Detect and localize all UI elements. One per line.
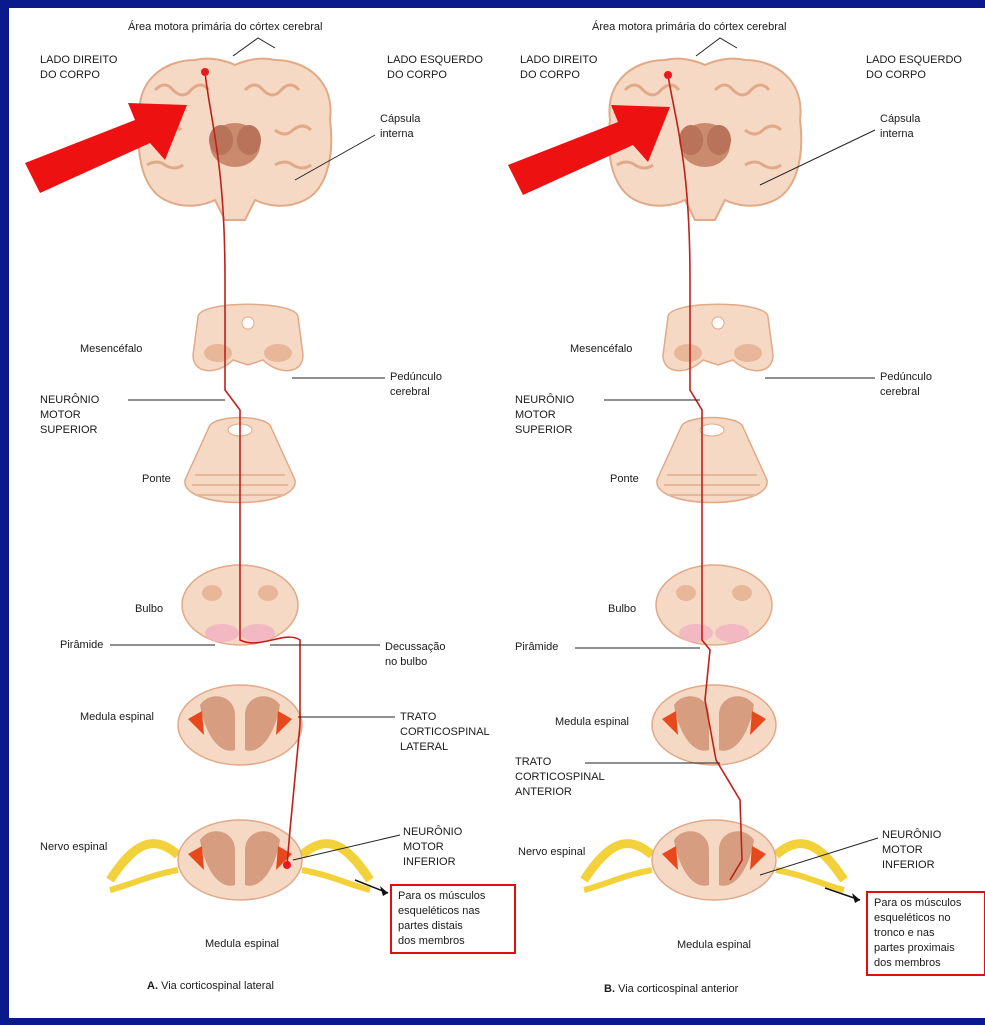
target-box-a: Para os músculos esqueléticos nas partes… [390, 884, 516, 954]
trato-label-b: TRATO CORTICOSPINAL ANTERIOR [515, 755, 605, 800]
top-label-b: Área motora primária do córtex cerebral [592, 20, 786, 35]
medula-label-b: Medula espinal [555, 715, 629, 730]
decussacao-label-a: Decussação no bulbo [385, 640, 446, 670]
ponte-label-a: Ponte [142, 472, 171, 487]
caption-text-b: Via corticospinal anterior [618, 983, 738, 995]
neuronio-superior-label-a: NEURÔNIO MOTOR SUPERIOR [40, 393, 99, 438]
caption-b: B. Via corticospinal anterior [604, 983, 738, 995]
right-side-label-a: LADO DIREITO DO CORPO [40, 53, 117, 83]
neuronio-inferior-label-a: NEURÔNIO MOTOR INFERIOR [403, 825, 462, 870]
trato-label-a: TRATO CORTICOSPINAL LATERAL [400, 710, 490, 755]
mesencefalo-label-b: Mesencéfalo [570, 342, 632, 357]
right-side-label-b: LADO DIREITO DO CORPO [520, 53, 597, 83]
origin-dot-b [664, 71, 672, 79]
medula-nerve-b [584, 820, 844, 900]
bulbo-label-a: Bulbo [135, 602, 163, 617]
medula-bottom-label-b: Medula espinal [677, 938, 751, 953]
origin-dot-a [201, 68, 209, 76]
panel-a-art [25, 38, 400, 900]
target-box-b: Para os músculos esqueléticos no tronco … [866, 891, 985, 976]
bulbo-label-b: Bulbo [608, 602, 636, 617]
lower-neuron-dot-a [283, 861, 291, 869]
left-side-label-a: LADO ESQUERDO DO CORPO [387, 53, 483, 83]
nervo-label-a: Nervo espinal [40, 840, 107, 855]
top-label-a: Área motora primária do córtex cerebral [128, 20, 322, 35]
mesencefalo-b [663, 304, 773, 370]
piramide-label-a: Pirâmide [60, 638, 103, 653]
mesencefalo-a [193, 304, 303, 370]
capsula-label-a: Cápsula interna [380, 112, 420, 142]
caption-a: A. Via corticospinal lateral [147, 980, 274, 992]
pedunculo-label-b: Pedúnculo cerebral [880, 370, 932, 400]
medula-bottom-label-a: Medula espinal [205, 937, 279, 952]
neuronio-superior-label-b: NEURÔNIO MOTOR SUPERIOR [515, 393, 574, 438]
capsula-label-b: Cápsula interna [880, 112, 920, 142]
medula-nerve-a [110, 820, 370, 900]
caption-letter-b: B. [604, 983, 615, 995]
left-side-label-b: LADO ESQUERDO DO CORPO [866, 53, 962, 83]
neuronio-inferior-label-b: NEURÔNIO MOTOR INFERIOR [882, 828, 941, 873]
ponte-b [657, 418, 767, 503]
bulbo-b [656, 565, 772, 645]
ponte-label-b: Ponte [610, 472, 639, 487]
pedunculo-label-a: Pedúnculo cerebral [390, 370, 442, 400]
mesencefalo-label-a: Mesencéfalo [80, 342, 142, 357]
medula-a [178, 685, 302, 765]
piramide-label-b: Pirâmide [515, 640, 558, 655]
caption-text-a: Via corticospinal lateral [161, 980, 274, 992]
nervo-label-b: Nervo espinal [518, 845, 585, 860]
medula-label-a: Medula espinal [80, 710, 154, 725]
caption-letter-a: A. [147, 980, 158, 992]
